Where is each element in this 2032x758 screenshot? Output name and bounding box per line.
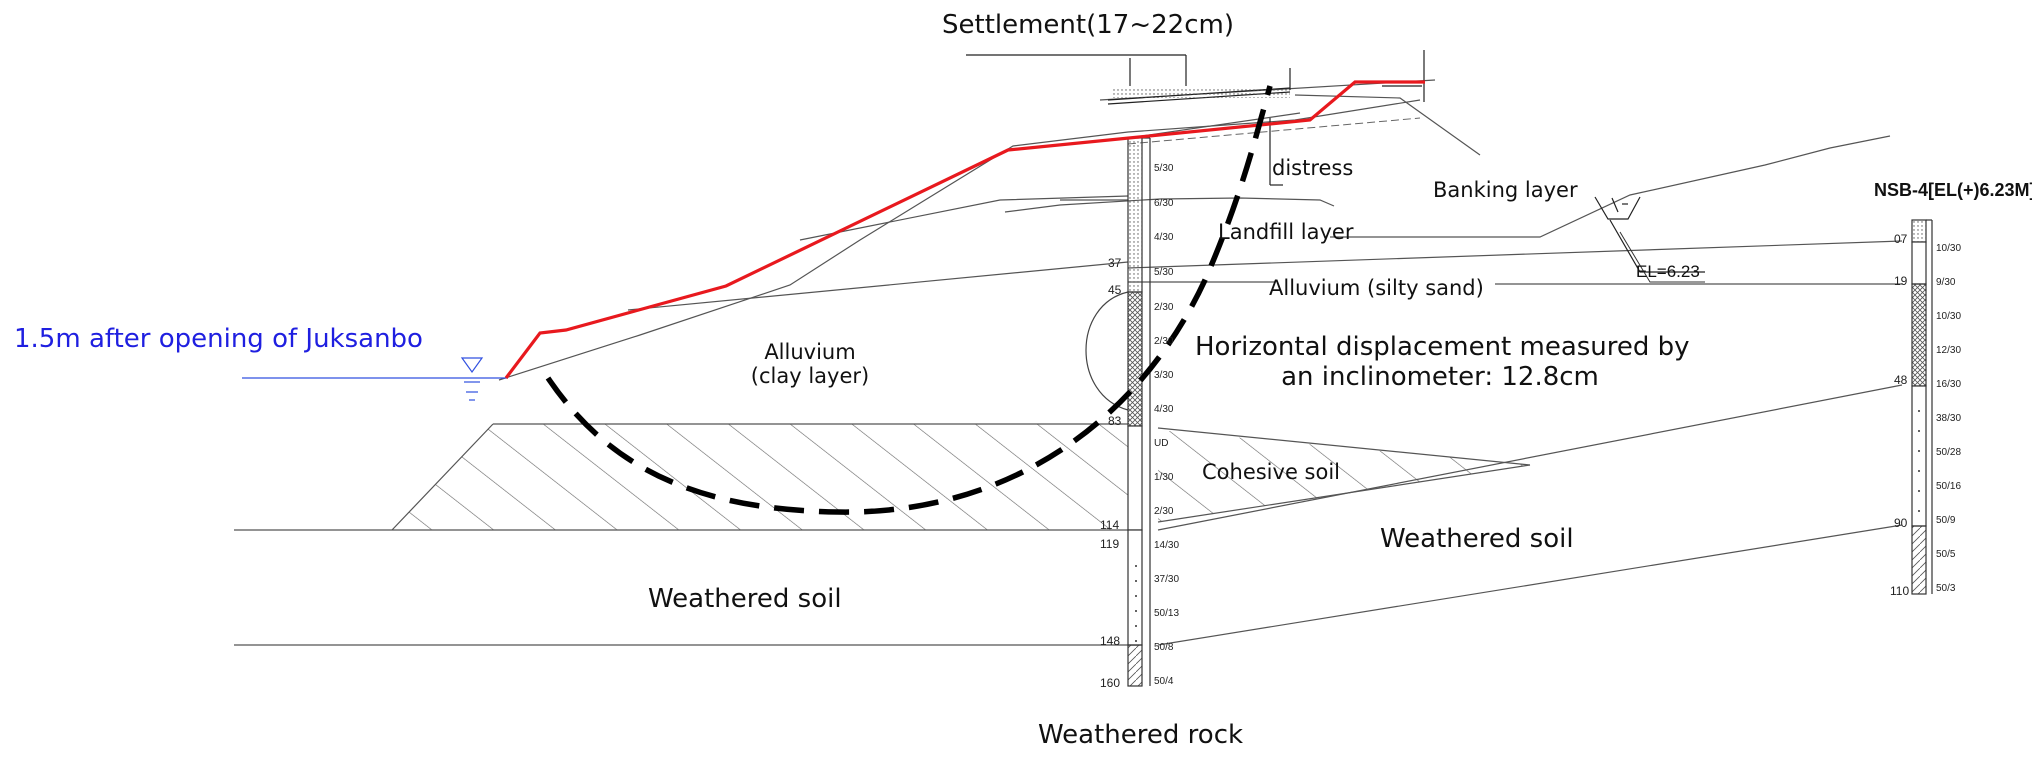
spt-value: 37/30 — [1154, 574, 1180, 585]
horizontal-displacement-label: Horizontal displacement measured by an i… — [1195, 332, 1690, 392]
embankment-top — [966, 50, 1425, 186]
spt-value: 50/3 — [1936, 583, 1956, 594]
depth-label: 90 — [1894, 516, 1908, 530]
depth-label: 37 — [1108, 256, 1122, 270]
spt-value: UD — [1154, 438, 1169, 449]
alluvium-clay-line2: (clay layer) — [750, 364, 870, 388]
depth-label: 83 — [1108, 414, 1122, 428]
spt-value: 10/30 — [1936, 243, 1962, 254]
alluvium-silty-label: Alluvium (silty sand) — [1269, 276, 1484, 300]
spt-value: 10/30 — [1936, 311, 1962, 322]
spt-value: 5/30 — [1154, 163, 1174, 174]
depth-label: 110 — [1890, 584, 1910, 598]
spt-value: 4/30 — [1154, 232, 1174, 243]
depth-label: 45 — [1108, 283, 1122, 297]
spt-value: 14/30 — [1154, 540, 1180, 551]
inclinometer-profile — [1085, 291, 1129, 411]
depth-label: 07 — [1894, 232, 1908, 246]
depth-label: 114 — [1100, 518, 1120, 532]
spt-value: 50/8 — [1154, 642, 1174, 653]
alluvium-clay-line1: Alluvium — [764, 340, 856, 364]
spt-value: 3/30 — [1154, 370, 1174, 381]
spt-value: 9/30 — [1936, 277, 1956, 288]
alluvium-clay-label: Alluvium (clay layer) — [720, 340, 900, 388]
spt-value: 1/30 — [1154, 472, 1174, 483]
spt-value: 2/30 — [1154, 302, 1174, 313]
water-level-label: 1.5m after opening of Juksanbo — [14, 324, 423, 354]
spt-value: 50/9 — [1936, 515, 1956, 526]
spt-value: 6/30 — [1154, 198, 1174, 209]
horizontal-line1: Horizontal displacement measured by — [1195, 332, 1690, 362]
depth-label: 148 — [1100, 634, 1121, 648]
spt-value: 50/5 — [1936, 549, 1956, 560]
spt-value: 2/30 — [1154, 336, 1174, 347]
weathered-soil-left-label: Weathered soil — [648, 584, 842, 614]
weathered-soil-right-label: Weathered soil — [1380, 524, 1574, 554]
elevation-leader — [1619, 231, 1705, 283]
spt-value: 50/16 — [1936, 481, 1962, 492]
settlement-label: Settlement(17~22cm) — [942, 10, 1234, 40]
spt-value: 4/30 — [1154, 404, 1174, 415]
borehole-main-column — [1127, 137, 1151, 687]
spt-value: 50/4 — [1154, 676, 1174, 687]
hatched-clay-zone — [392, 424, 1128, 530]
spt-value: 50/28 — [1936, 447, 1962, 458]
water-level — [242, 357, 508, 401]
depth-label: 48 — [1894, 373, 1908, 387]
hatched-cohesive-zone — [1158, 430, 1530, 522]
elevation-label: EL=6.23 — [1636, 262, 1700, 281]
distress-label: distress — [1272, 156, 1354, 180]
weathered-rock-label: Weathered rock — [1038, 720, 1244, 750]
spt-value: 5/30 — [1154, 267, 1174, 278]
depth-label: 160 — [1100, 676, 1121, 690]
borehole-right-title: NSB-4[EL(+)6.23M] — [1874, 180, 2032, 200]
banking-layer-label: Banking layer — [1433, 178, 1578, 202]
stratum-lines — [234, 79, 1903, 646]
ditch-symbol — [1594, 196, 1705, 273]
spt-value: 16/30 — [1936, 379, 1962, 390]
spt-value: 12/30 — [1936, 345, 1962, 356]
borehole-right-column — [1911, 219, 1933, 595]
slip-surface — [545, 85, 1273, 515]
depth-label: 119 — [1100, 537, 1120, 551]
landfill-layer-label: Landfill layer — [1218, 220, 1354, 244]
horizontal-line2: an inclinometer: 12.8cm — [1281, 362, 1599, 392]
ground-surface-line — [504, 80, 1425, 379]
depth-label: 19 — [1894, 274, 1908, 288]
spt-value: 38/30 — [1936, 413, 1962, 424]
spt-value: 2/30 — [1154, 506, 1174, 517]
spt-value: 50/13 — [1154, 608, 1180, 619]
dashed-surface-lines — [1127, 117, 1421, 145]
cohesive-soil-label: Cohesive soil — [1202, 460, 1340, 484]
